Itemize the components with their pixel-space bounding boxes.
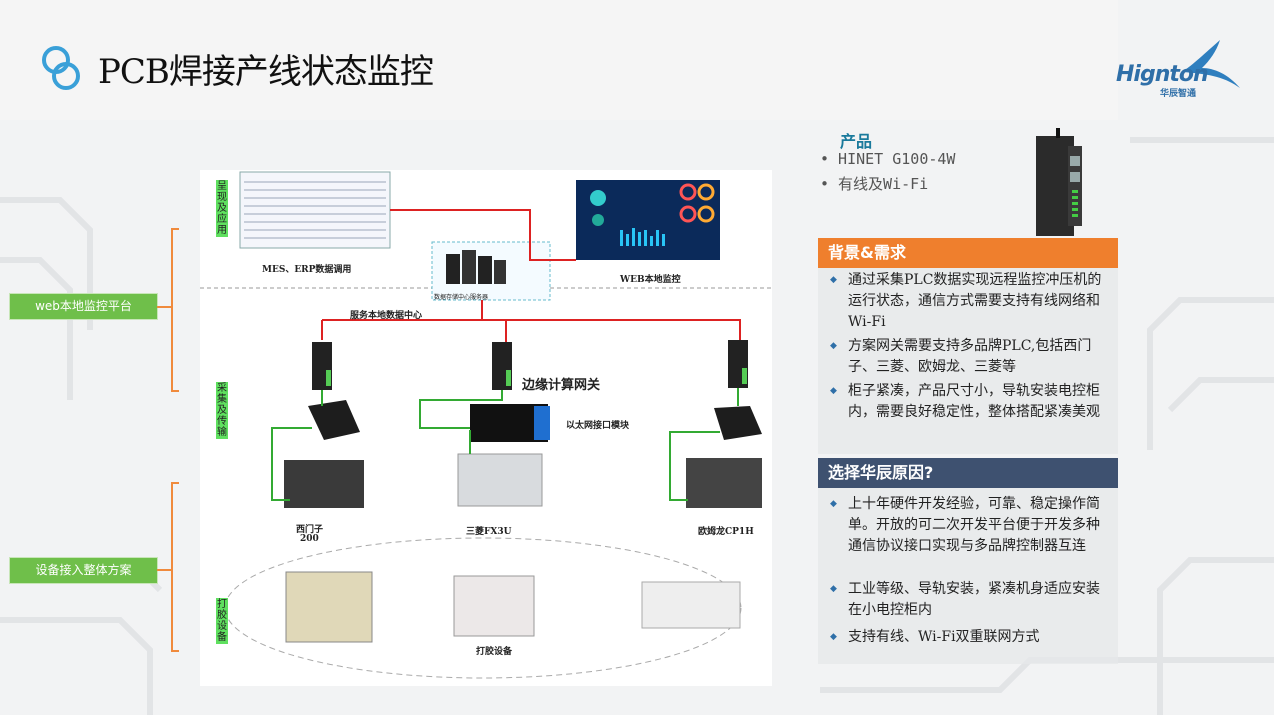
logo-subtitle: 华辰智通 xyxy=(1160,89,1197,99)
reasons-bullet: ◆工业等级、导轨安装，紧凑机身适应安装在小电控柜内 xyxy=(830,581,1100,618)
bird-logo-icon xyxy=(1182,40,1240,88)
label-siemens: 西门子 xyxy=(296,525,324,535)
reasons-bullet: ◆上十年硬件开发经验，可靠、稳定操作简单。开放的可二次开发平台便于开发多种通信协… xyxy=(830,496,1100,554)
web-platform-label: web本地监控平台 xyxy=(9,293,158,320)
dispenser-machine-1 xyxy=(285,571,373,643)
bracket-bottom xyxy=(171,482,179,652)
label-mes-erp: MES、ERP数据调用 xyxy=(262,265,352,275)
label-web-monitor: WEB本地监控 xyxy=(620,275,681,285)
label-dispense-equipment: 打胶设备 xyxy=(476,647,513,657)
product-item: • 有线及Wi-Fi xyxy=(820,175,929,193)
header-band xyxy=(0,0,1118,120)
vlabel-collect: 采集及传输 xyxy=(216,382,228,439)
logo-wordmark: Hignton xyxy=(1116,62,1209,87)
product-heading: 产品 xyxy=(840,132,873,151)
diamond-bullet-icon: ◆ xyxy=(830,584,837,594)
diamond-bullet-icon: ◆ xyxy=(830,386,837,396)
background-bullet: ◆柜子紧凑，产品尺寸小，导轨安装电控柜内，需要良好稳定性，整体搭配紧凑美观 xyxy=(830,383,1100,420)
diamond-bullet-icon: ◆ xyxy=(830,499,837,509)
label-ethernet-module: 以太网接口模块 xyxy=(566,421,630,431)
product-item: • HINET G100-4W xyxy=(820,150,956,168)
diamond-bullet-icon: ◆ xyxy=(830,632,837,642)
omron-plc xyxy=(686,458,762,508)
mes-screenshot xyxy=(239,171,391,249)
background-heading: 背景&需求 xyxy=(818,238,1118,268)
gateway-devices xyxy=(312,340,748,390)
vlabel-present: 呈现及应用 xyxy=(216,180,228,237)
label-mitsubishi: 三菱FX3U xyxy=(466,527,512,537)
chain-link-icon xyxy=(42,46,80,90)
label-cloud-caption: 数据存储中心服务器 xyxy=(434,294,489,301)
device-solution-label: 设备接入整体方案 xyxy=(9,557,158,584)
connector-line xyxy=(157,569,171,571)
label-data-center: 服务本地数据中心 xyxy=(350,311,423,321)
background-bullet: ◆通过采集PLC数据实现远程监控冲压机的运行状态，通信方式需要支持有线网络和Wi… xyxy=(830,272,1102,330)
diamond-bullet-icon: ◆ xyxy=(830,341,837,351)
label-edge-gateway: 边缘计算网关 xyxy=(522,378,601,393)
dispenser-machine-3 xyxy=(641,581,741,629)
brand-logo: Hignton 华辰智通 xyxy=(1114,34,1244,100)
background-bullet: ◆方案网关需要支持多品牌PLC,包括西门子、三菱、欧姆龙、三菱等 xyxy=(830,338,1092,375)
vlabel-dispense: 打胶设备 xyxy=(216,598,228,644)
reasons-bullet: ◆支持有线、Wi-Fi双重联网方式 xyxy=(830,627,1110,648)
background-panel xyxy=(818,268,1118,454)
gateway-product-image xyxy=(1036,128,1082,236)
connector-line xyxy=(157,306,171,308)
architecture-diagram: 呈现及应用 采集及传输 打胶设备 MES、ERP数据调用 WEB本地监控 数据存… xyxy=(200,170,772,686)
diagram-graphics xyxy=(200,171,772,679)
label-omron: 欧姆龙CP1H xyxy=(698,527,754,537)
page-title: PCB焊接产线状态监控 xyxy=(98,52,434,92)
mitsubishi-plc xyxy=(457,453,543,507)
siemens-plc xyxy=(284,460,364,508)
bracket-top xyxy=(171,228,179,392)
reasons-panel xyxy=(818,488,1118,664)
dispenser-machine-2 xyxy=(453,575,535,637)
reasons-heading: 选择华辰原因? xyxy=(818,458,1118,488)
label-siemens-model: 200 xyxy=(300,534,319,544)
diamond-bullet-icon: ◆ xyxy=(830,275,837,285)
